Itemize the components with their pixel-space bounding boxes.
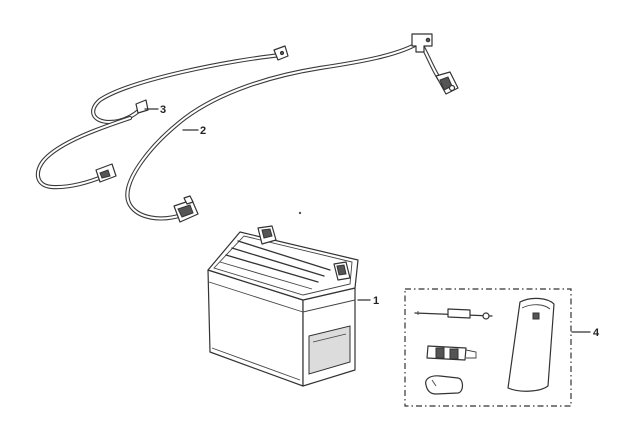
spanner-icon <box>426 345 477 361</box>
callout-3: 3 <box>144 104 166 116</box>
tool-kit <box>404 288 572 407</box>
callout-3-label: 3 <box>160 104 166 116</box>
pad-icon <box>425 375 464 395</box>
positive-cable <box>125 33 459 223</box>
callout-2: 2 <box>182 125 206 137</box>
tool-kit-frame <box>404 288 572 407</box>
battery <box>207 225 359 387</box>
callout-4-label: 4 <box>593 327 600 339</box>
callout-2-label: 2 <box>200 125 206 137</box>
speck-mark <box>298 211 302 215</box>
screwdriver-icon <box>414 308 493 320</box>
callout-1: 1 <box>357 295 379 307</box>
tool-pouch-icon <box>507 297 555 392</box>
callout-1-label: 1 <box>373 295 379 307</box>
negative-cable <box>35 45 289 190</box>
callout-4: 4 <box>571 327 600 339</box>
